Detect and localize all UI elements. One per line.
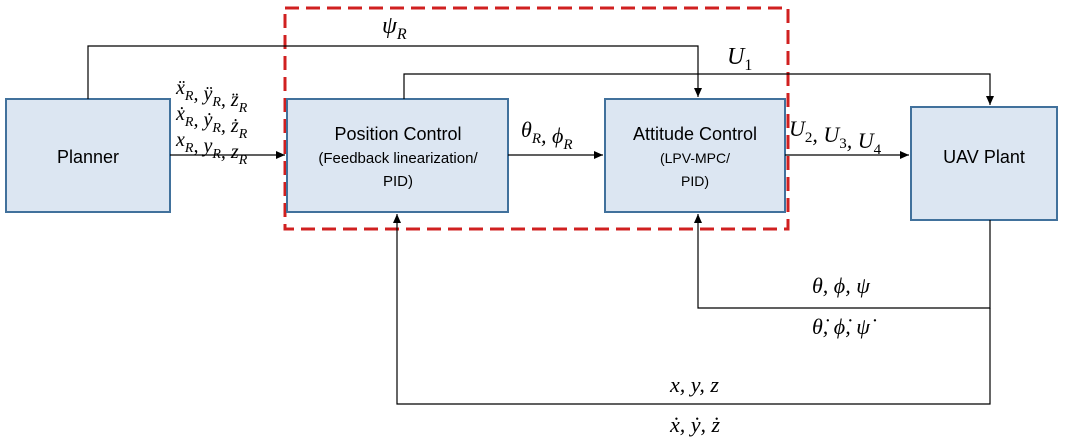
- uav-plant-block: UAV Plant: [910, 106, 1058, 221]
- attitude-control-block: Attitude Control (LPV-MPC/ PID): [604, 98, 786, 213]
- position-feedback-line: [393, 214, 991, 405]
- attitude-fb-label: θ, ϕ, ψ: [812, 273, 870, 298]
- attitude-control-method: (LPV-MPC/: [660, 150, 730, 166]
- psi-ref-label: ψR: [382, 13, 407, 43]
- u1-label: U1: [727, 44, 752, 74]
- psi-ref-line: [87, 45, 702, 99]
- attitude-rate-fb-label: θ̇, ϕ̇, ψ̇: [812, 314, 877, 339]
- planner-out-vel-label: ẋR, ẏR, żR: [175, 103, 248, 142]
- planner-block: Planner: [5, 98, 171, 213]
- planner-out-accel-label: ẍR, ÿR, z̈R: [175, 77, 248, 116]
- position-control-method: (Feedback linearization/: [318, 150, 478, 167]
- attitude-control-title: Attitude Control: [633, 124, 757, 144]
- planner-out-pos-label: xR, yR, zR: [175, 129, 248, 168]
- uav-plant-title: UAV Plant: [943, 147, 1025, 167]
- planner-title: Planner: [57, 147, 119, 167]
- position-control-method-2: PID): [383, 173, 413, 190]
- position-control-title: Position Control: [334, 124, 461, 144]
- velocity-fb-label: ẋ, ẏ, ż: [669, 412, 721, 437]
- u1-line: [403, 73, 994, 105]
- controller-dashed-boundary: [283, 6, 790, 231]
- position-control-block: Position Control (Feedback linearization…: [286, 98, 509, 213]
- u234-label: U2, U3, U4: [789, 116, 882, 158]
- attitude-control-method-2: PID): [681, 173, 709, 189]
- position-fb-label: x, y, z: [669, 372, 719, 397]
- attitude-ref-label: θR, ϕR: [521, 117, 573, 153]
- attitude-feedback-line: [694, 214, 991, 309]
